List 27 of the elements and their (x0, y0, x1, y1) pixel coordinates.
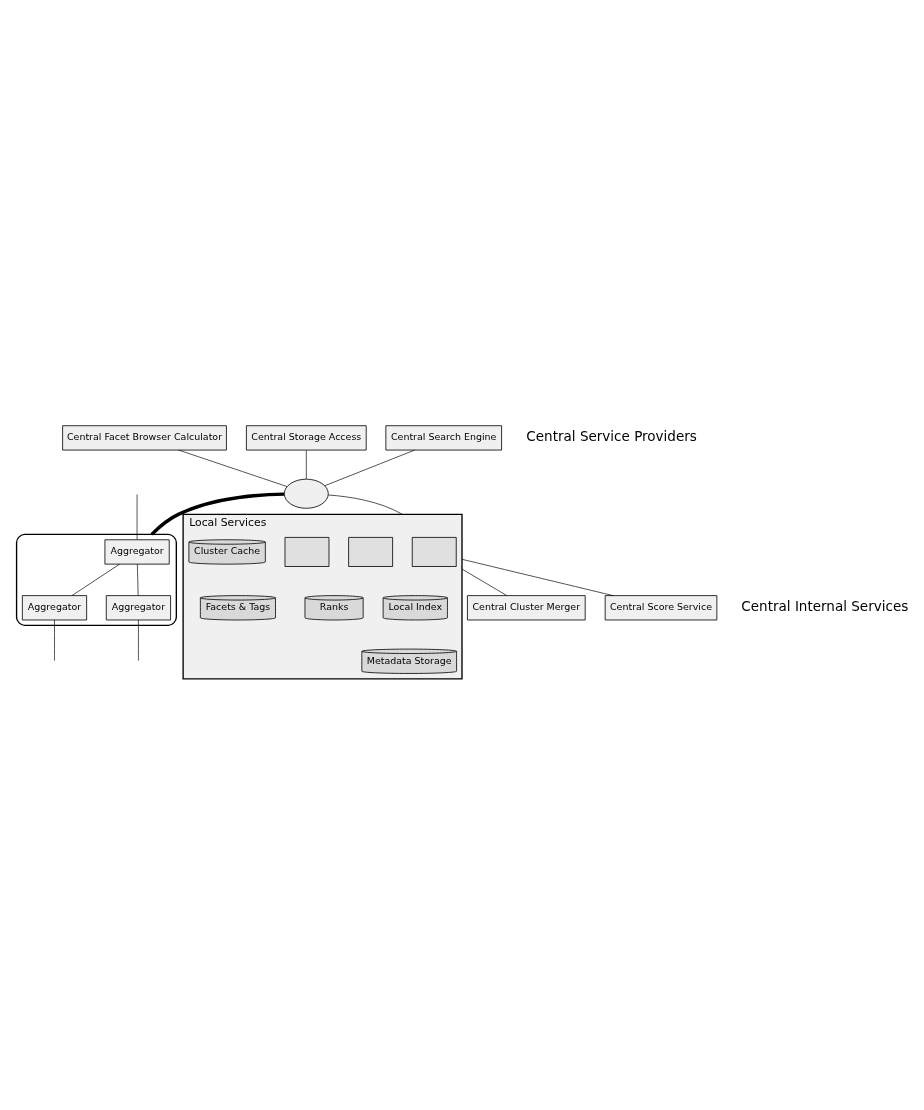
node-box (284, 537, 330, 567)
node-box: Central Cluster Merger (467, 595, 586, 621)
connector (136, 494, 138, 540)
node-box: Central Storage Access (246, 425, 367, 451)
connector (461, 558, 614, 596)
node-box: Aggregator (105, 595, 171, 621)
connector (324, 449, 415, 487)
connector (54, 619, 55, 661)
cluster (15, 533, 177, 627)
connector (150, 492, 285, 536)
node-box: Aggregator (104, 539, 170, 565)
node-box: Central Facet Browser Calculator (62, 425, 227, 451)
connector (137, 563, 139, 596)
connector (138, 619, 139, 661)
connector (461, 568, 507, 596)
connector (71, 563, 120, 596)
connector (328, 494, 403, 515)
connector (305, 449, 307, 480)
label: Central Service Providers (526, 428, 697, 445)
node-box: Central Search Engine (385, 425, 502, 451)
node-box (348, 537, 394, 567)
label: Central Internal Services (741, 598, 909, 615)
node-box (411, 537, 457, 567)
connector (178, 449, 288, 487)
node-box: Central Score Service (604, 595, 718, 621)
node-ellipse (283, 478, 329, 509)
node-box: Aggregator (21, 595, 88, 621)
